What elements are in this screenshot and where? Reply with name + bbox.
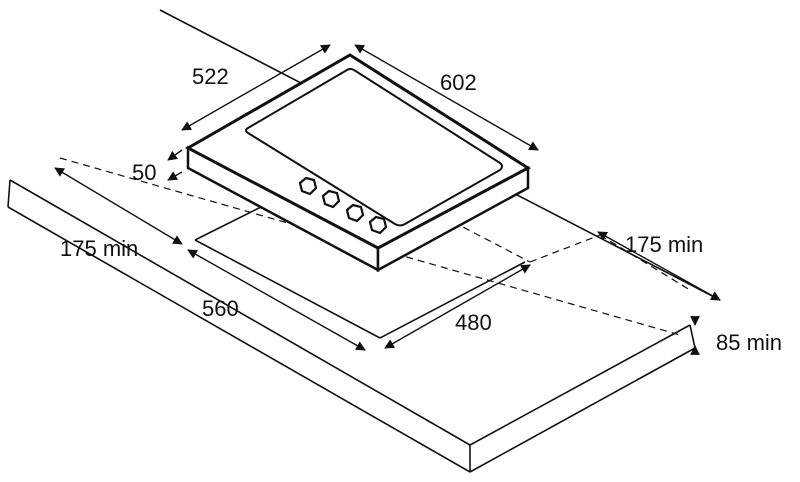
- label-cutout-width: 560: [202, 296, 239, 321]
- label-hob-width: 602: [440, 70, 477, 95]
- control-knob: [368, 215, 388, 235]
- label-worktop-thickness: 85 min: [716, 330, 782, 355]
- label-left-clearance: 175 min: [60, 236, 138, 261]
- label-cutout-depth: 480: [455, 310, 492, 335]
- label-hob-height: 50: [132, 160, 156, 185]
- hob: [184, 53, 531, 273]
- control-knob: [321, 189, 341, 209]
- control-knob: [298, 176, 318, 196]
- label-hob-depth: 522: [192, 64, 229, 89]
- control-knob: [345, 203, 365, 223]
- dimension-lines: [54, 44, 721, 355]
- control-knobs: [298, 176, 388, 235]
- label-right-clearance: 175 min: [625, 232, 703, 257]
